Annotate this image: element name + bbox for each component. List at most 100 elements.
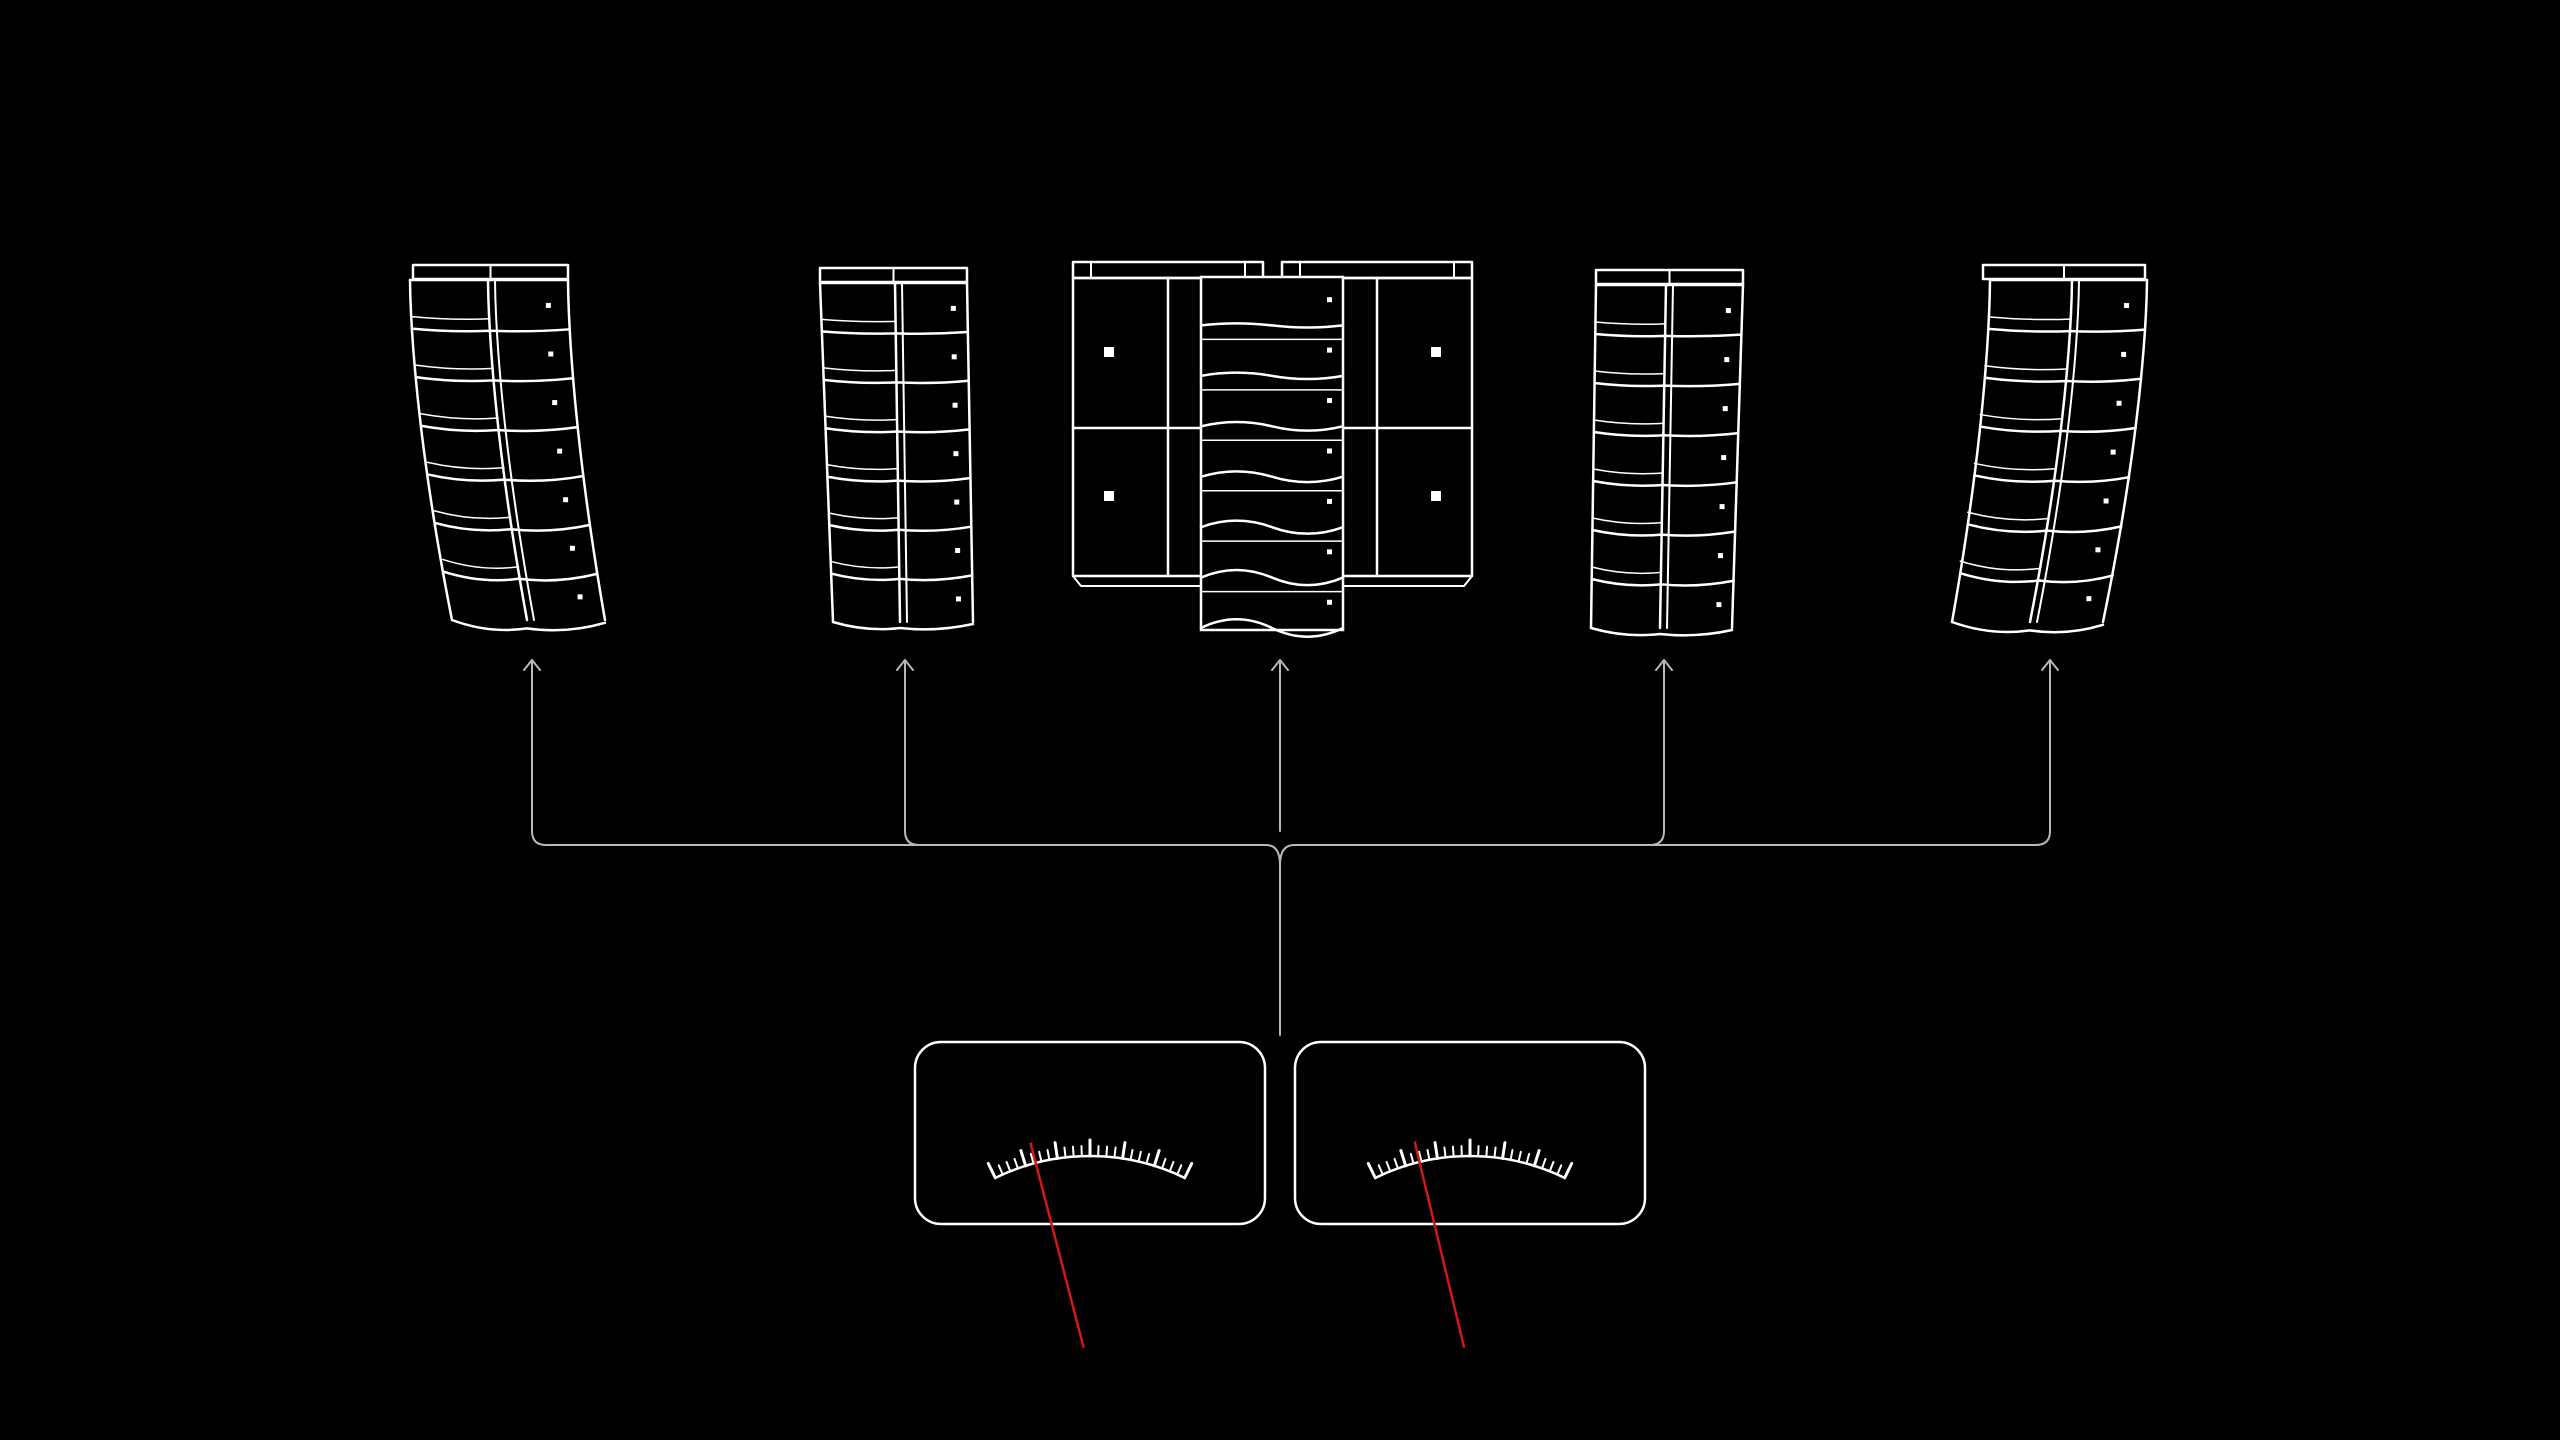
status-led [563,497,569,503]
meter-tick [1113,1146,1117,1159]
up-arrow-icon [1271,659,1289,671]
connector-branch-right [1655,659,1673,832]
meter-tick [1501,1141,1507,1160]
cabinet-divider [824,427,971,434]
vu-meter-left [913,1040,1267,1349]
meter-tick [1013,1157,1019,1170]
center-cabinet-divider [1199,618,1345,638]
sub-led [1431,491,1441,501]
meter-tick [1168,1160,1175,1173]
status-led [1327,599,1332,605]
cabinet-divider [826,475,972,483]
meter-tick [1121,1141,1127,1160]
up-arrow-icon [896,659,914,671]
meter-bezel [1293,1040,1647,1226]
meter-tick [1563,1161,1574,1180]
meter-tick [1046,1149,1051,1161]
cabinet-divider [831,620,975,631]
meter-tick [1029,1152,1035,1165]
status-led [952,402,958,408]
meter-tick [1418,1150,1423,1163]
meter-tick [1145,1152,1151,1165]
center-cabinet-divider [1199,420,1345,432]
cabinet-divider [414,375,575,383]
cabinet-divider [1591,479,1738,488]
meter-tick [1152,1149,1161,1168]
status-led [2095,547,2101,553]
status-led [2116,400,2122,406]
meter-tick [1183,1161,1194,1180]
meter-tick [1433,1141,1439,1160]
status-led [1725,308,1731,314]
meter-tick [1053,1141,1059,1160]
meter-tick [1161,1157,1167,1170]
status-led [951,354,957,360]
meter-bezel [913,1040,1267,1226]
signal-connectors [523,659,2059,1036]
meter-tick [1071,1145,1075,1158]
status-led [1327,297,1332,303]
array-left-edge [1589,283,1598,630]
meter-tick [1005,1160,1012,1173]
cabinet-divider [1966,523,2123,534]
meter-tick [1019,1149,1028,1168]
meter-tick [1517,1150,1522,1163]
center-cabinet-divider [1199,371,1345,381]
cabinet-divider [1978,425,2137,434]
array-right-edge [1730,283,1745,630]
meter-tick [1509,1149,1514,1161]
meter-tick [1443,1146,1447,1159]
cabinet-divider [425,473,585,483]
cabinet-divider [1959,571,2114,584]
meter-tick [997,1164,1004,1176]
array-right-edge [566,278,607,622]
speaker-array-center [1071,260,1474,638]
speaker-array-far-left [408,263,607,632]
cabinet-divider [829,572,974,582]
meter-tick [1176,1164,1183,1176]
speaker-array-left [818,266,975,631]
vu-meter-right [1293,1040,1647,1348]
cabinet-divider [433,521,591,532]
status-led [950,305,956,311]
status-led [552,400,558,406]
status-led [1327,498,1332,504]
speaker-array-right [1589,268,1745,637]
up-arrow-icon [2041,659,2059,671]
meter-tick [1451,1145,1455,1158]
status-led [545,302,551,308]
status-led [577,594,583,600]
status-led [1722,406,1728,412]
meter-tick [1556,1164,1563,1176]
meter-tick [1129,1149,1134,1161]
cabinet-divider [1589,626,1734,637]
cabinet-divider [1594,332,1743,338]
array-center-seam [1658,283,1668,630]
meter-needle [1413,1141,1466,1348]
status-led [955,596,961,602]
meter-needle [1029,1142,1085,1349]
center-cabinet-divider [1199,322,1345,329]
meter-tick [986,1161,997,1180]
sub-rigging-frame [1280,260,1474,280]
cabinet-divider [410,327,571,333]
cabinet-divider [1973,474,2131,484]
cabinet-divider [1987,327,2147,333]
cabinet-divider [1593,381,1742,388]
cabinet-divider [822,378,970,385]
array-right-edge [2101,278,2149,624]
meter-tick [1525,1152,1531,1165]
cabinet-divider [820,330,970,335]
status-led [1327,347,1332,353]
status-led [1719,504,1725,510]
array-left-edge [408,278,454,622]
array-center-seam [486,278,529,622]
status-led [2103,498,2109,504]
cabinet-divider [1592,430,1740,438]
connector-branch-far-right [2041,659,2059,832]
cabinet-divider [419,424,579,433]
center-cabinet-divider [1199,519,1345,535]
center-cabinet-divider [1199,470,1345,484]
status-led [557,448,563,454]
